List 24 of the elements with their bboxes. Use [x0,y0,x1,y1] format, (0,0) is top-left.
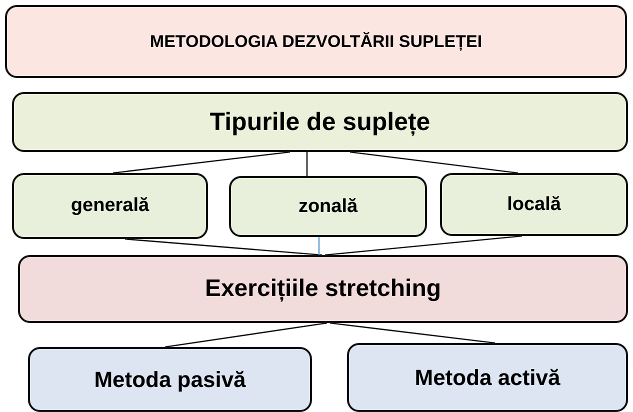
box-label: locală [506,194,562,216]
box-label: zonală [297,196,359,218]
connector-line [164,322,328,348]
connector-line [324,235,522,256]
method-box [28,347,312,412]
title-box [5,5,627,78]
type-box [229,176,427,237]
box-label: Tipurile de suplețe [208,108,432,136]
connector-line [350,151,518,174]
type-box [440,173,628,236]
category-box [12,92,628,152]
box-label: Exercițiile stretching [204,275,442,303]
exercise-box [18,255,628,323]
box-label: Metoda pasivă [93,366,247,392]
box-label: METODOLOGIA DEZVOLTĂRII SUPLEȚEI [148,32,484,52]
method-box [347,343,628,412]
connector-line [318,237,320,255]
box-label: generală [70,195,150,217]
box-label: Metoda activă [414,364,562,390]
type-box [12,173,208,239]
connector-line [112,151,290,174]
connector-line [330,322,496,344]
connector-line [306,152,308,176]
connector-line [124,238,322,256]
